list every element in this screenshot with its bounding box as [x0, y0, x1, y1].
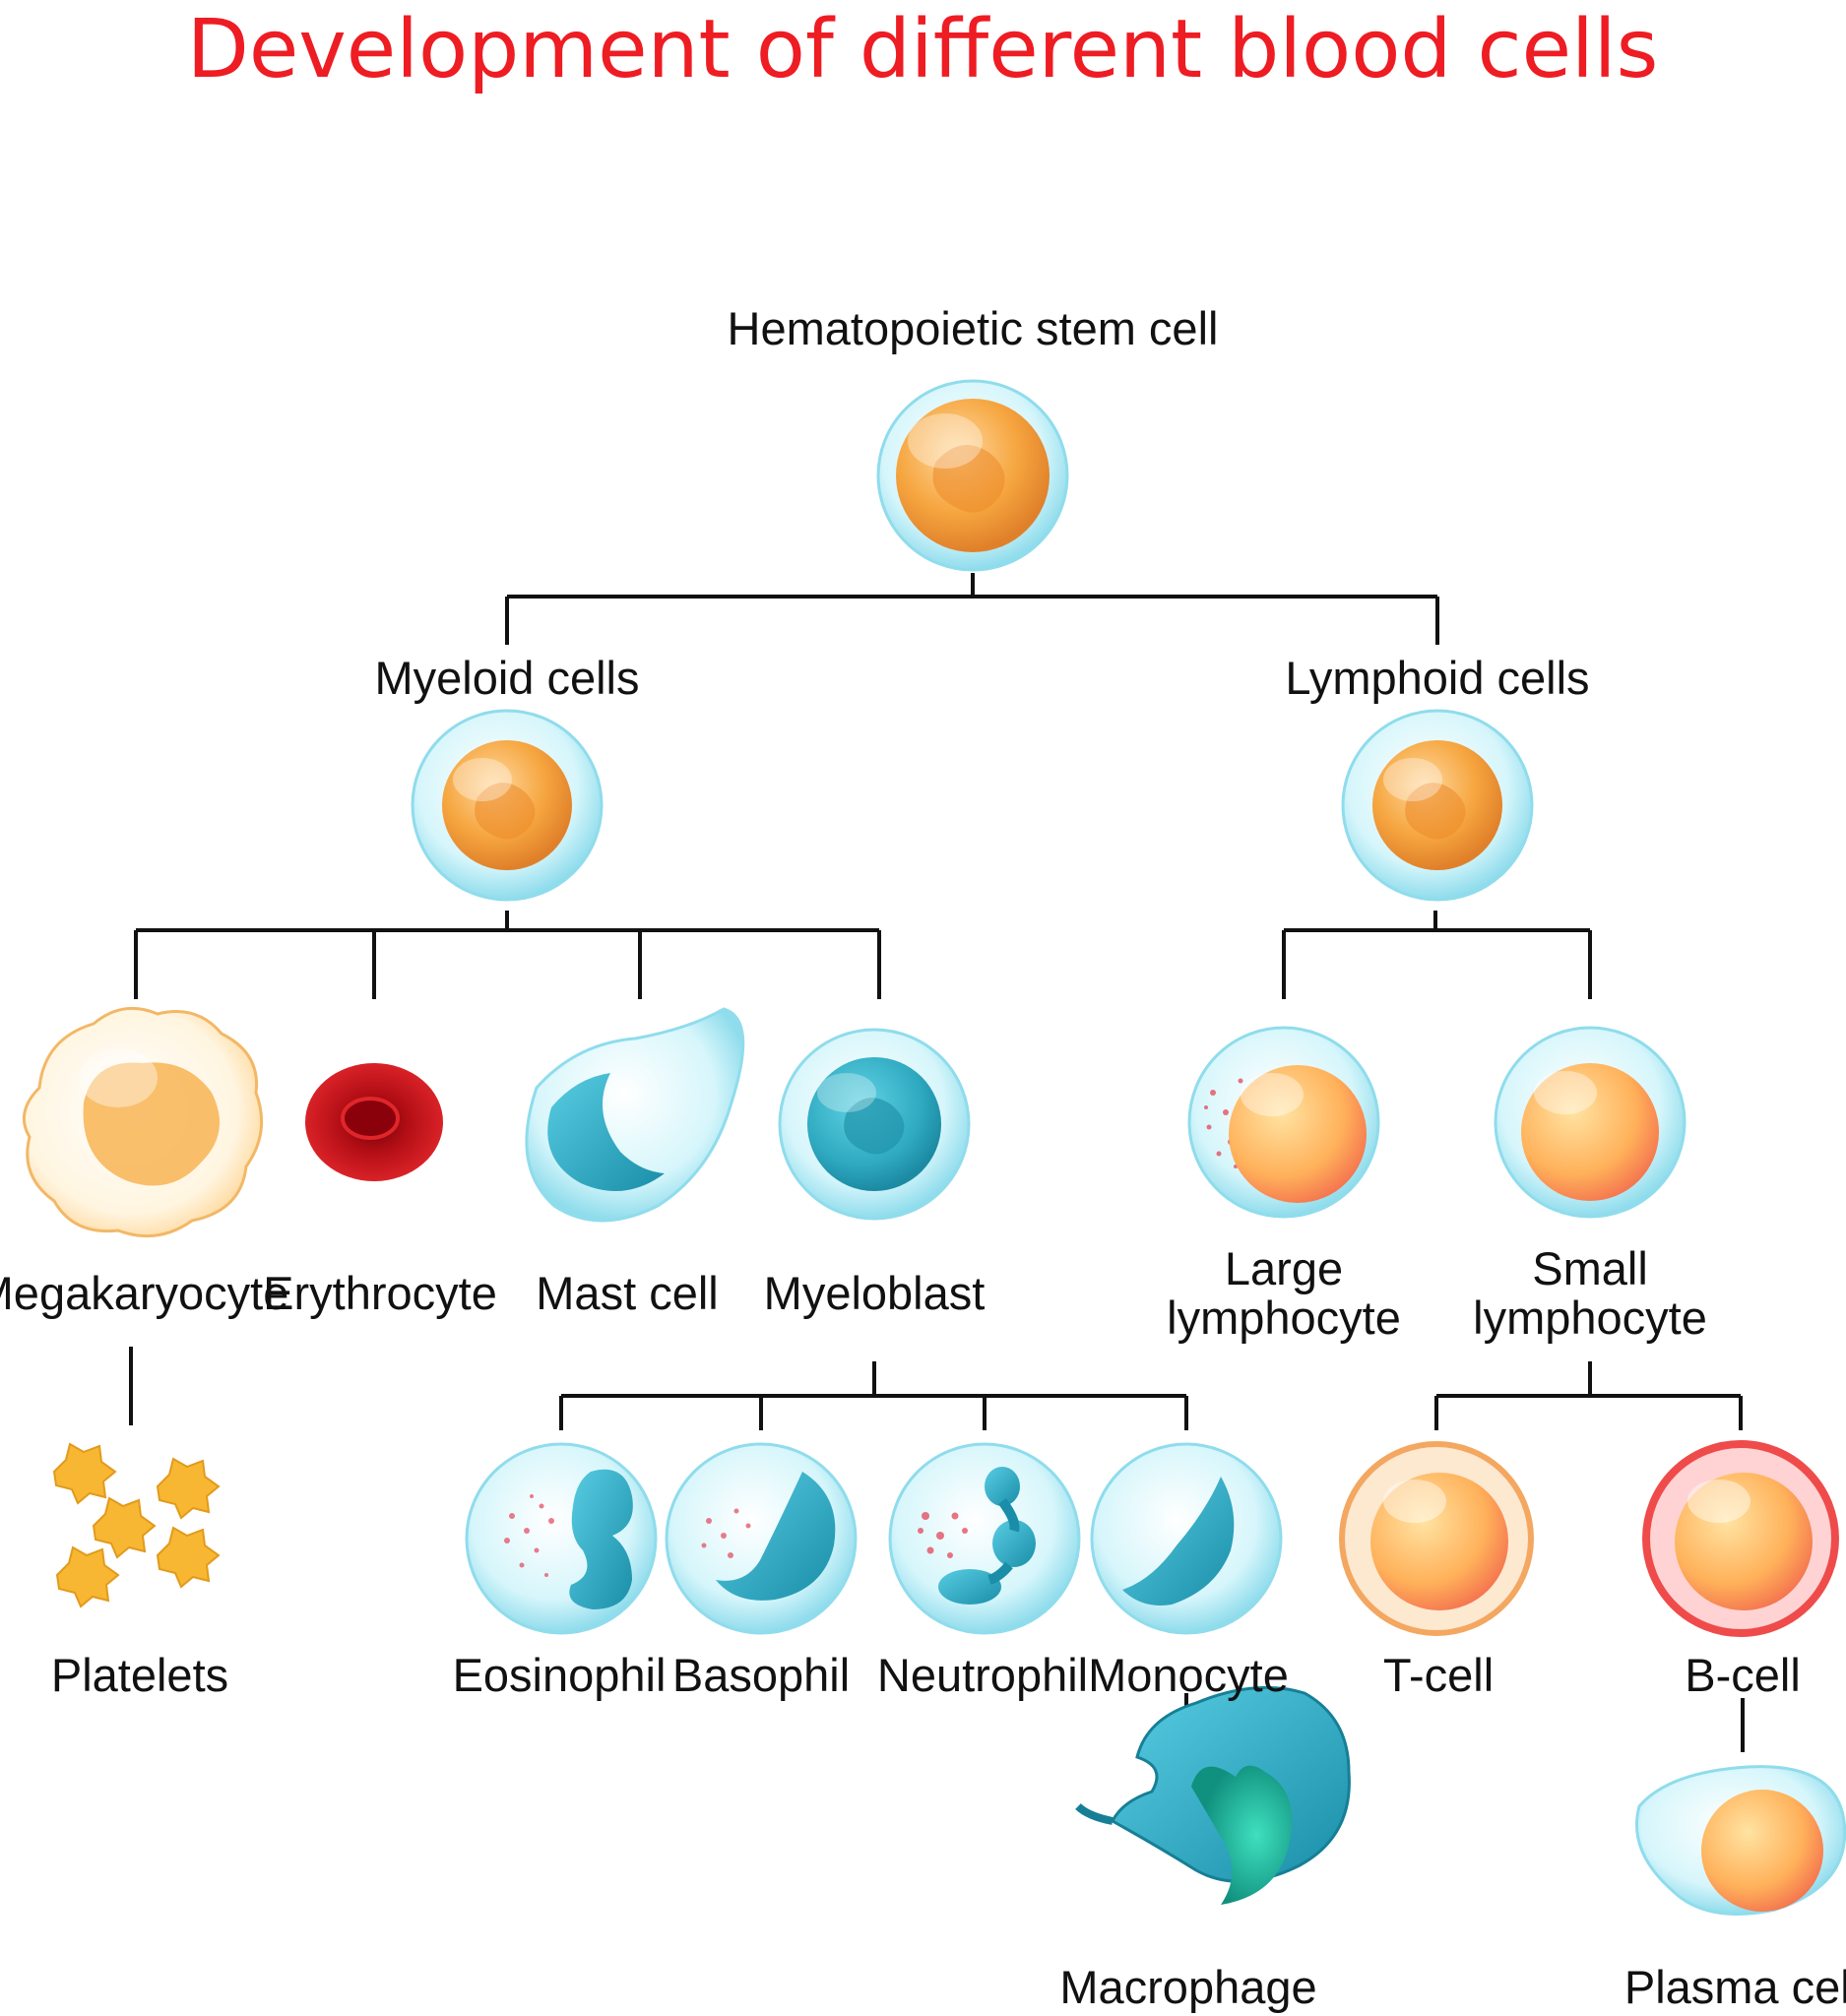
neutrophil-icon: [888, 1442, 1081, 1635]
plasma-cell-icon: [1635, 1765, 1846, 1916]
label-macrophage: Macrophage: [1059, 1961, 1316, 2013]
label-megakaryocyte: Megakaryocyte: [0, 1267, 288, 1319]
label-myeloblast: Myeloblast: [764, 1267, 986, 1319]
t-cell-icon: [1339, 1441, 1534, 1636]
label-platelets: Platelets: [51, 1649, 228, 1701]
label-large-lymphocyte-line2: lymphocyte: [1167, 1292, 1401, 1344]
stem-cell-icon: [876, 379, 1069, 572]
label-neutrophil: Neutrophil: [877, 1649, 1088, 1701]
label-mast-cell: Mast cell: [536, 1267, 718, 1319]
eosinophil-icon: [465, 1442, 658, 1635]
basophil-icon: [665, 1442, 858, 1635]
label-b-cell: B-cell: [1685, 1649, 1801, 1701]
small-lymphocyte-icon: [1494, 1026, 1687, 1219]
platelets-icon: [52, 1442, 221, 1608]
label-hematopoietic-stem-cell: Hematopoietic stem cell: [728, 302, 1219, 354]
lymphoid-cell-icon: [1341, 709, 1534, 902]
label-small-lymphocyte-line1: Small: [1532, 1242, 1648, 1294]
label-monocyte: Monocyte: [1088, 1649, 1289, 1701]
label-basophil: Basophil: [672, 1649, 850, 1701]
erythrocyte-icon: [305, 1063, 443, 1181]
label-myeloid-cells: Myeloid cells: [374, 652, 639, 704]
label-large-lymphocyte-line1: Large: [1225, 1242, 1343, 1294]
mast-cell-icon: [525, 1007, 745, 1223]
node-labels: Hematopoietic stem cell Myeloid cells Ly…: [0, 302, 1846, 2013]
label-lymphoid-cells: Lymphoid cells: [1285, 652, 1589, 704]
b-cell-icon: [1642, 1440, 1839, 1637]
myeloid-cell-icon: [411, 709, 604, 902]
monocyte-icon: [1090, 1442, 1283, 1635]
connector-lines: [129, 573, 1745, 1752]
myeloblast-icon: [778, 1028, 971, 1221]
label-small-lymphocyte-line2: lymphocyte: [1473, 1292, 1707, 1344]
macrophage-icon: [1075, 1685, 1351, 1905]
label-eosinophil: Eosinophil: [453, 1649, 667, 1701]
label-t-cell: T-cell: [1383, 1649, 1494, 1701]
megakaryocyte-icon: [22, 1006, 264, 1238]
large-lymphocyte-icon: [1187, 1026, 1380, 1219]
label-erythrocyte: Erythrocyte: [263, 1267, 497, 1319]
diagram-title: Development of different blood cells: [187, 3, 1659, 96]
label-plasma-cell: Plasma cell: [1624, 1961, 1846, 2013]
